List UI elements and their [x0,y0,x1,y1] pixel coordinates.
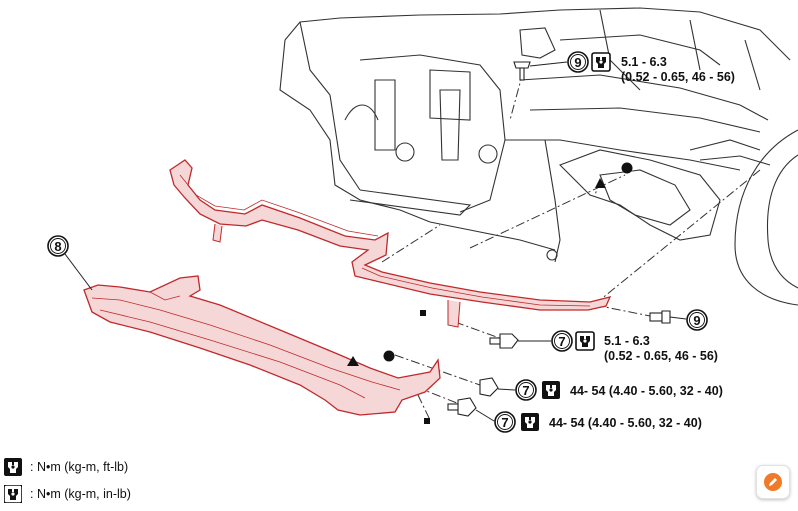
svg-text:7: 7 [501,415,508,430]
nut-upper [479,377,499,397]
wrench-ft-lb-icon [521,413,539,431]
torque-spec-middle-line2: (0.52 - 0.65, 46 - 56) [604,349,718,363]
wrench-in-lb-icon [575,331,595,351]
svg-text:9: 9 [693,313,700,328]
wrench-in-lb-icon [591,52,611,72]
edit-pen-icon [764,473,782,491]
legend-in-lb: : N•m (kg-m, in-lb) [4,485,131,503]
torque-spec-lower1: 44- 54 (4.40 - 5.60, 32 - 40) [570,384,723,398]
bolt-lower [447,397,477,417]
bolt-middle [489,333,519,349]
svg-text:7: 7 [558,334,565,349]
callout-7-lower: 7 [475,409,516,433]
legend-in-lb-text: : N•m (kg-m, in-lb) [30,487,131,501]
vehicle-front-structure [279,7,798,306]
torque-spec-lower2: 44- 54 (4.40 - 5.60, 32 - 40) [549,416,702,430]
torque-spec-middle-line1: 5.1 - 6.3 [604,334,650,348]
edit-fab-button[interactable] [756,465,790,499]
location-markers [347,162,633,424]
callout-9-top: 9 [529,51,589,73]
bolt-right [649,310,671,324]
torque-spec-top-line2: (0.52 - 0.65, 46 - 56) [621,70,735,84]
wrench-in-lb-icon [4,485,22,503]
alignment-lines [352,71,761,421]
wrench-ft-lb-icon [542,381,560,399]
upper-reinforcement-bracket [169,159,612,328]
torque-spec-top-line1: 5.1 - 6.3 [621,55,667,69]
svg-text:8: 8 [54,239,61,254]
svg-text:9: 9 [574,55,581,70]
callout-9-right: 9 [669,309,708,331]
callout-7-middle: 7 [518,330,573,352]
legend-ft-lb: : N•m (kg-m, ft-lb) [4,458,128,476]
legend-ft-lb-text: : N•m (kg-m, ft-lb) [30,460,129,474]
wrench-ft-lb-icon [4,458,22,476]
callout-8: 8 [47,235,93,291]
bolt-top [513,61,531,81]
svg-text:7: 7 [522,383,529,398]
lower-reinforcement-part-8 [83,275,441,416]
callout-7-nut: 7 [497,379,537,401]
